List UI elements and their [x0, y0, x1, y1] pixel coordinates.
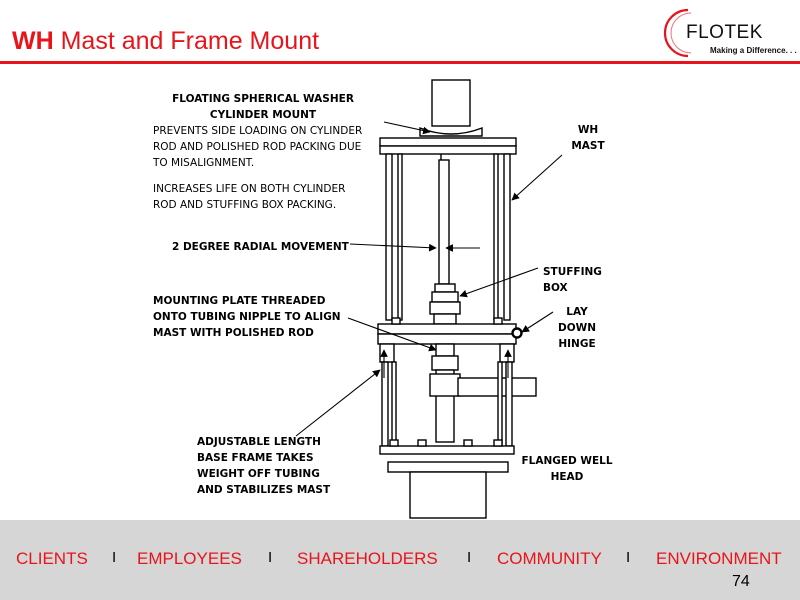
- footer-link-shareholders[interactable]: SHAREHOLDERS: [297, 549, 438, 568]
- mast-line-1: WH: [577, 124, 599, 136]
- life-description: INCREASES LIFE ON BOTH CYLINDER ROD AND …: [153, 181, 370, 213]
- washer-desc-line-3: TO MISALIGNMENT.: [153, 157, 255, 169]
- hinge-label: LAY DOWN HINGE: [548, 304, 606, 352]
- wellhead-line-2: HEAD: [550, 471, 584, 483]
- callout-arrows: [295, 121, 563, 437]
- cylinder-rod: [438, 159, 450, 285]
- washer-title-line-1: FLOATING SPHERICAL WASHER: [172, 93, 354, 105]
- mast-rod-left-outer: [385, 153, 393, 321]
- hinge-arrow: [521, 311, 554, 333]
- washer-arrow: [383, 121, 431, 135]
- page-title-rest: Mast and Frame Mount: [53, 27, 320, 55]
- life-line-2: ROD AND STUFFING BOX PACKING.: [153, 199, 337, 211]
- flowline: [457, 377, 537, 397]
- stuffing-line-1: STUFFING: [543, 266, 602, 278]
- base-bolt: [493, 439, 503, 447]
- radial-movement-label: 2 DEGREE RADIAL MOVEMENT: [172, 241, 349, 253]
- footer-link-clients[interactable]: CLIENTS: [16, 549, 88, 568]
- hydraulic-cylinder: [431, 79, 471, 127]
- flotek-logo: FLOTEK Making a Difference. . .: [660, 4, 800, 60]
- frame-line-2: BASE FRAME TAKES: [197, 452, 314, 464]
- footer-bar: [0, 520, 800, 600]
- base-bolt: [389, 439, 399, 447]
- frame-line-1: ADJUSTABLE LENGTH: [197, 436, 321, 448]
- footer-link-community[interactable]: COMMUNITY: [497, 549, 602, 568]
- wellhead-line-1: FLANGED WELL: [521, 455, 613, 467]
- plate-arrow: [347, 317, 437, 352]
- stuffing-box-arrow: [459, 267, 539, 298]
- stuffing-box-nut: [429, 301, 461, 315]
- well-head-body: [409, 471, 487, 519]
- frame-clamp-left: [379, 343, 395, 363]
- stuffing-box-top: [434, 283, 456, 293]
- stuffing-line-2: BOX: [543, 282, 568, 294]
- page-title-bold: WH: [12, 27, 54, 55]
- mast-frame-diagram: [295, 79, 563, 519]
- radial-arrow-left: [349, 243, 437, 252]
- page-number: 74: [732, 573, 750, 590]
- washer-title-line-2: CYLINDER MOUNT: [209, 109, 317, 121]
- plate-line-3: MAST WITH POLISHED ROD: [153, 327, 314, 339]
- footer-link-environment[interactable]: ENVIRONMENT: [656, 549, 782, 568]
- top-plate-lower: [379, 145, 517, 155]
- mast-arrow: [511, 154, 563, 201]
- tubing-coupling: [431, 355, 459, 371]
- base-bolt: [417, 439, 427, 447]
- frame-line-3: WEIGHT OFF TUBING: [197, 468, 320, 480]
- logo-tagline: Making a Difference. . .: [710, 46, 797, 55]
- mast-rod-left-inner: [397, 153, 403, 321]
- wh-mast-label: WH MAST: [560, 122, 616, 154]
- washer-description: PREVENTS SIDE LOADING ON CYLINDER ROD AN…: [153, 123, 371, 171]
- life-line-1: INCREASES LIFE ON BOTH CYLINDER: [153, 183, 346, 195]
- frame-leg-right-outer: [505, 361, 513, 447]
- mast-rod-right-inner: [493, 153, 499, 321]
- base-frame-label: ADJUSTABLE LENGTH BASE FRAME TAKES WEIGH…: [197, 434, 338, 498]
- mast-assembly: [377, 79, 537, 519]
- logo-swirl-icon: [663, 8, 692, 58]
- top-plate: [379, 137, 517, 147]
- frame-leg-left-inner: [391, 361, 397, 447]
- tubing-tee: [429, 373, 461, 397]
- stuffing-box-label: STUFFING BOX: [543, 264, 613, 296]
- frame-leg-right-inner: [497, 361, 503, 447]
- base-plate: [379, 445, 515, 455]
- washer-desc-line-2: ROD AND POLISHED ROD PACKING DUE: [153, 141, 362, 153]
- mounting-plate-upper: [377, 323, 517, 335]
- stuffing-box-body: [431, 291, 459, 303]
- frame-clamp-right: [499, 343, 515, 363]
- mast-rod-right-outer: [503, 153, 511, 321]
- title-divider: [0, 61, 800, 64]
- frame-leg-left-outer: [381, 361, 389, 447]
- plate-bolt: [493, 317, 503, 325]
- logo-wordmark: FLOTEK: [686, 22, 763, 43]
- well-flange: [387, 461, 509, 473]
- mounting-plate-label: MOUNTING PLATE THREADED ONTO TUBING NIPP…: [153, 293, 343, 341]
- plate-bolt: [391, 317, 401, 325]
- frame-arrow: [295, 369, 381, 437]
- washer-label: FLOATING SPHERICAL WASHER CYLINDER MOUNT: [160, 91, 366, 123]
- footer-separator: I: [467, 549, 472, 566]
- hinge-line-1: LAY: [566, 306, 588, 318]
- mounting-plate-lower: [377, 333, 517, 345]
- footer-separator: I: [268, 549, 273, 566]
- stuffing-box-base: [433, 313, 457, 325]
- plate-line-2: ONTO TUBING NIPPLE TO ALIGN: [153, 311, 341, 323]
- hinge-line-3: HINGE: [558, 338, 596, 350]
- lay-down-hinge: [511, 327, 523, 339]
- base-bolt: [463, 439, 473, 447]
- plate-line-1: MOUNTING PLATE THREADED: [153, 295, 326, 307]
- footer-separator: I: [626, 549, 631, 566]
- hinge-line-2: DOWN: [557, 322, 596, 334]
- washer-desc-line-1: PREVENTS SIDE LOADING ON CYLINDER: [153, 125, 363, 137]
- footer-link-employees[interactable]: EMPLOYEES: [137, 549, 242, 568]
- frame-line-4: AND STABILIZES MAST: [197, 484, 331, 496]
- footer-separator: I: [112, 549, 117, 566]
- page-title: WH Mast and Frame Mount: [12, 26, 319, 56]
- well-head-label: FLANGED WELL HEAD: [518, 453, 616, 485]
- tubing-nipple: [435, 343, 455, 357]
- mast-line-2: MAST: [571, 140, 605, 152]
